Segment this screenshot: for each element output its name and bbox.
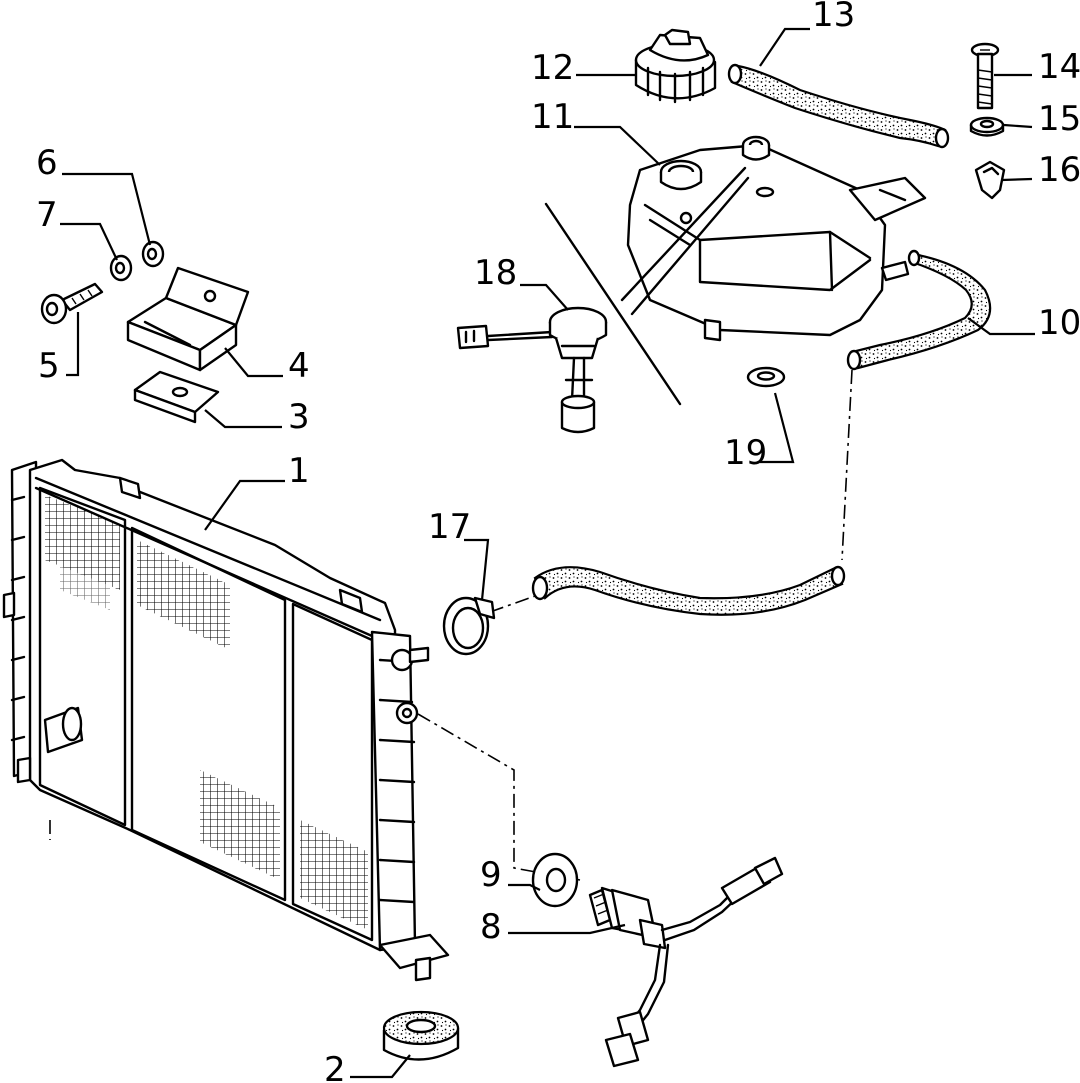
callout-9: 9 (480, 855, 502, 895)
callout-7: 7 (36, 195, 58, 235)
callout-5: 5 (38, 346, 60, 386)
overflow-hose-part (727, 63, 950, 149)
bracket-part (126, 266, 250, 372)
assembly-line (417, 713, 581, 881)
callout-19: 19 (724, 433, 767, 473)
temperature-sensor-part (588, 856, 784, 1068)
assembly-line (489, 595, 536, 613)
assembly-line (841, 369, 853, 561)
callout-1: 1 (288, 451, 310, 491)
radiator-hose-part (531, 565, 846, 616)
callout-17: 17 (428, 507, 471, 547)
callout-4: 4 (288, 346, 310, 386)
callout-18: 18 (474, 253, 517, 293)
mounting-plate-part (133, 370, 220, 424)
washer-part (109, 240, 165, 282)
callout-13: 13 (812, 0, 855, 35)
rubber-pad-part (382, 1010, 460, 1061)
radiator-part (2, 458, 450, 982)
lower-hose-part (846, 249, 992, 371)
screw-part (970, 42, 1000, 110)
callout-14: 14 (1038, 47, 1080, 87)
callout-12: 12 (531, 48, 574, 88)
washer-small-part (969, 116, 1005, 137)
clip-part (974, 160, 1006, 200)
reference-line (620, 166, 747, 302)
callout-15: 15 (1038, 99, 1080, 139)
callout-labels: 1 2 3 4 5 6 7 8 9 10 11 12 13 14 15 16 1… (36, 0, 1080, 1083)
leader-lines (60, 27, 1035, 1079)
callout-2: 2 (324, 1050, 346, 1083)
reference-line (630, 176, 750, 316)
callout-8: 8 (480, 907, 502, 947)
callout-6: 6 (36, 143, 58, 183)
sealing-washer-part (531, 852, 579, 908)
expansion-tank-part (626, 135, 927, 342)
bolt-part (40, 282, 104, 325)
hose-clamp-part (442, 596, 496, 656)
level-sensor-part (456, 306, 608, 434)
callout-10: 10 (1038, 303, 1080, 343)
filler-cap-part (634, 28, 717, 104)
callout-3: 3 (288, 397, 310, 437)
callout-11: 11 (531, 97, 574, 137)
callout-16: 16 (1038, 150, 1080, 190)
gasket-part (746, 366, 786, 388)
reference-line (544, 202, 682, 406)
